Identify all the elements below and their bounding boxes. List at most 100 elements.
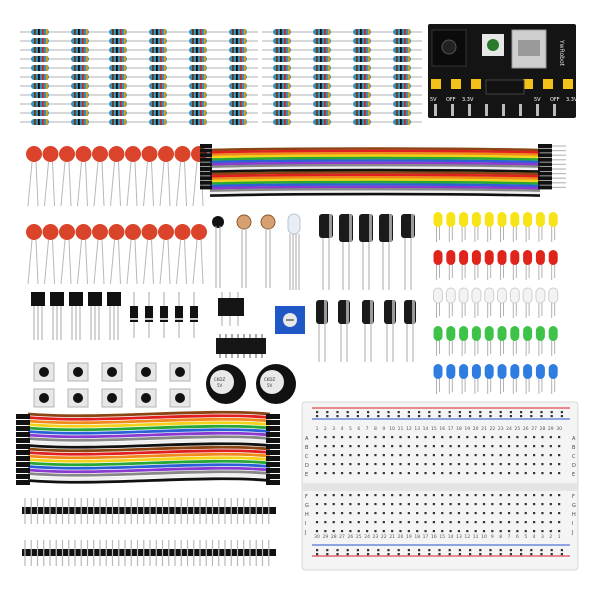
led [548,250,558,265]
resistor-band [74,47,76,53]
resistor-band [400,110,402,116]
row-letter: J [571,530,573,536]
resistor-band [284,119,286,125]
rail-hole [550,415,553,418]
resistor-band [320,65,322,71]
wire-connector [538,144,552,148]
transistor [50,292,64,306]
tie-point-hole [374,454,377,457]
tie-point-hole [407,454,410,457]
rail-hole [479,415,482,418]
resistor-band [244,29,246,35]
resistor-band [86,119,88,125]
column-number: 19 [406,534,412,540]
resistor-band [160,74,162,80]
led [510,250,520,265]
resistor-band [38,119,40,125]
tie-point-hole [349,503,352,506]
tie-point-hole [324,454,327,457]
resistor-band [204,83,206,89]
capacitor-lead [151,239,154,285]
center-channel [302,483,578,491]
resistor-band [156,56,158,62]
resistor-band [112,119,114,125]
resistor-band [324,74,326,80]
tie-point-hole [549,530,552,533]
resistor-band [204,110,206,116]
resistor-band [328,83,330,89]
tie-point-hole [349,530,352,533]
tie-point-hole [357,494,360,497]
resistor-band [244,110,246,116]
resistor-band [408,101,410,107]
resistor-band [356,92,358,98]
resistor-band [82,119,84,125]
tie-point-hole [516,463,519,466]
tie-point-hole [558,454,561,457]
capacitor-lead [68,239,72,285]
resistor-band [116,29,118,35]
tie-point-hole [391,463,394,466]
tie-point-hole [332,454,335,457]
led [535,250,545,265]
column-number: 20 [398,534,404,540]
dupont-wire [27,428,271,435]
tie-point-hole [315,436,319,439]
jumper-wire [209,176,541,181]
dupont-wire [27,417,271,425]
tie-point-hole [533,445,536,448]
capacitor-lead [200,239,204,285]
rail-hole [336,411,339,414]
resistor-band [276,47,278,53]
tie-point-hole [533,512,536,515]
tie-point-hole [332,436,335,439]
column-number: 30 [556,426,562,432]
ceramic-capacitor [42,224,59,240]
resistor-band [240,101,242,107]
resistor-band [320,29,322,35]
resistor-band [240,74,242,80]
tie-point-hole [424,454,427,457]
resistor-band [86,56,88,62]
dupont-wire [27,424,271,432]
led [522,287,533,304]
resistor-band [240,92,242,98]
resistor-band [86,74,88,80]
tie-point-hole [549,454,552,457]
tie-point-hole [324,521,327,524]
power-label: 5V [534,97,541,103]
column-number: 15 [431,426,437,432]
resistor-band [46,119,48,125]
resistor-band [400,29,402,35]
resistor-band [200,83,202,89]
header-pin [553,104,556,116]
ceramic-capacitor-group [26,146,207,285]
tie-point-hole [357,445,360,448]
capacitor-lead [52,239,55,285]
rail-hole [326,553,329,556]
resistor-band [288,74,290,80]
rail-hole [458,415,461,418]
tie-point-hole [391,512,394,515]
resistor-band [152,119,154,125]
resistor-band [368,29,370,35]
rail-hole [520,415,523,418]
column-number: 21 [389,534,395,540]
ceramic-capacitor [26,146,42,162]
rail-hole [530,415,533,418]
resistor-band [280,92,282,98]
capacitor-lead [143,239,148,285]
resistor-band [236,110,238,116]
tie-point-hole [416,463,419,466]
rail-hole [540,411,543,414]
resistor-band [316,65,318,71]
led [459,212,469,227]
resistor-band [152,110,154,116]
resistor-band [324,83,326,89]
tie-point-hole [357,512,360,515]
rail-hole [448,553,451,556]
header-pin [468,104,471,116]
resistor-band [34,38,36,44]
diode [190,306,198,322]
